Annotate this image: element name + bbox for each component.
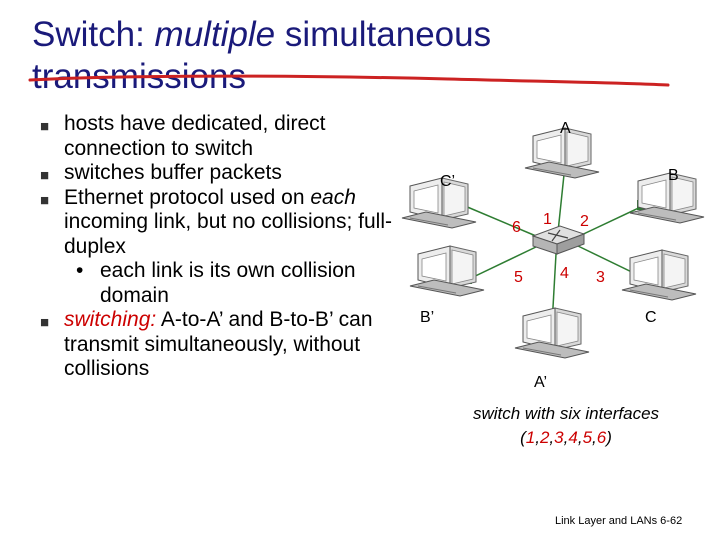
host-b-icon [629, 172, 705, 224]
bullet-text: Ethernet protocol used on [64, 185, 311, 209]
caption-num: 4 [568, 428, 578, 447]
bullet-marker-icon: ■ [40, 191, 50, 209]
sub-bullet-dot-icon: • [76, 259, 84, 282]
caption-num: 2 [539, 428, 550, 447]
caption-line2: (1,2,3,4,5,6) [450, 426, 682, 450]
caption-sep: , [535, 428, 540, 447]
bullet-item: ■ switching: A-to-A’ and B-to-B’ can tra… [40, 308, 420, 382]
link-b [574, 204, 646, 239]
caption-sep: , [563, 428, 569, 447]
bullet-list: ■ hosts have dedicated, direct connectio… [40, 112, 420, 382]
caption-num: 3 [554, 428, 564, 447]
sub-bullet-text: each link is its own collision domain [100, 259, 356, 307]
link-c-prime [464, 205, 537, 237]
bullet-emphasis: each [310, 185, 356, 209]
bullet-text: hosts have dedicated, direct connection … [64, 112, 326, 160]
caption-num: 1 [525, 428, 536, 447]
caption-paren: ( [520, 428, 526, 447]
bullet-text: switches buffer packets [64, 161, 282, 184]
bullet-item: ■ Ethernet protocol used on each incomin… [40, 186, 420, 260]
port-label-1: 1 [543, 211, 552, 228]
host-label-c: C [645, 309, 657, 326]
host-label-b: B [668, 167, 679, 184]
switch-icon [531, 225, 586, 255]
port-label-4: 4 [560, 265, 569, 282]
caption-paren: ) [606, 428, 612, 447]
port-label-2: 2 [580, 213, 589, 230]
sub-bullet-item: • each link is its own collision domain [40, 259, 420, 308]
host-c-icon [621, 249, 697, 301]
caption-line1: switch with six interfaces [472, 404, 660, 423]
title-emphasis: multiple [154, 15, 276, 54]
caption-sep: , [549, 428, 555, 447]
bullet-item: ■ switches buffer packets [40, 161, 420, 186]
host-label-a: A [560, 120, 571, 137]
bullet-marker-icon: ■ [40, 167, 50, 184]
host-a-prime-icon [514, 307, 590, 359]
port-label-3: 3 [596, 269, 605, 286]
bullet-marker-icon: ■ [40, 314, 50, 331]
port-label-5: 5 [514, 269, 523, 286]
host-c-prime-icon [401, 177, 477, 229]
caption-sep: , [577, 428, 583, 447]
host-label-a-prime: A’ [534, 374, 547, 391]
bullet-marker-icon: ■ [40, 118, 50, 135]
caption-num: 5 [582, 428, 593, 447]
port-label-6: 6 [512, 219, 521, 236]
bullet-text: A-to-A’ and B-to-B’ can transmit simulta… [64, 308, 373, 380]
link-b-prime [466, 245, 539, 281]
slide-title: Switch: multiple simultaneous transmissi… [32, 14, 672, 98]
slide-footer: Link Layer and LANs 6-62 [555, 515, 683, 527]
bullet-item: ■ hosts have dedicated, direct connectio… [40, 112, 420, 161]
title-part1: Switch: [32, 15, 155, 54]
host-label-c-prime: C’ [440, 173, 455, 190]
host-b-prime-icon [409, 245, 485, 297]
caption-sep: , [592, 428, 597, 447]
host-label-b-prime: B’ [420, 309, 434, 326]
caption-num: 6 [596, 428, 607, 447]
title-underline [28, 74, 670, 87]
bullet-emphasis-red: switching: [64, 308, 157, 331]
diagram-caption: switch with six interfaces (1,2,3,4,5,6) [450, 402, 682, 450]
bullet-text: incoming link, but no collisions; full-d… [64, 210, 392, 258]
